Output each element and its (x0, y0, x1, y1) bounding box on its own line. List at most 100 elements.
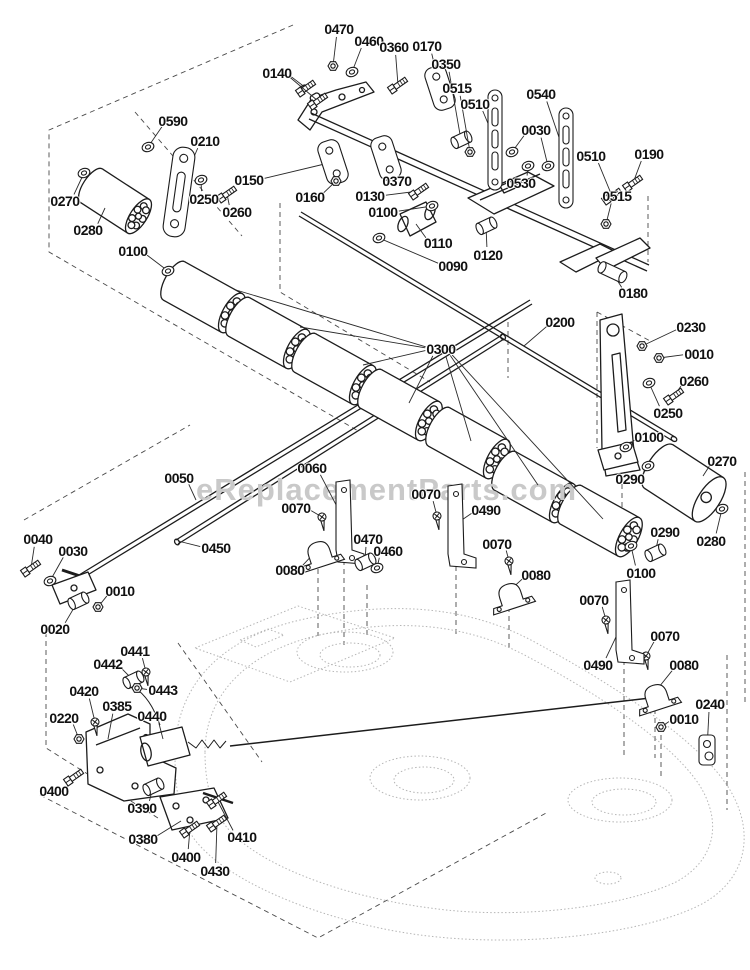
roller (557, 484, 643, 558)
part-callout-0110: 0110 (423, 235, 453, 251)
leader-line (97, 207, 106, 224)
part-glyph-washer (194, 174, 208, 186)
part-glyph-bolt (19, 559, 42, 578)
part-glyph-latch (698, 734, 716, 766)
leader-line (264, 161, 334, 179)
part-glyph-nut (655, 722, 667, 732)
leader-line (459, 95, 471, 153)
spindle-hole-left (296, 631, 394, 673)
part-callout-0470: 0470 (353, 531, 383, 547)
leader-line (415, 223, 427, 239)
part-glyph-washer (425, 200, 439, 212)
part-glyph-washer (372, 232, 386, 244)
part-callout-0460: 0460 (373, 543, 403, 559)
part-callout-0360: 0360 (379, 39, 409, 55)
part-glyph-bolt (600, 187, 623, 206)
part-callout-0420: 0420 (69, 683, 99, 699)
part-callout-0400: 0400 (39, 783, 69, 799)
part-callout-0090: 0090 (438, 258, 468, 274)
leader-line (158, 723, 164, 740)
part-glyph-chain (558, 107, 574, 209)
part-glyph-bolt (294, 79, 317, 98)
roller (425, 406, 511, 480)
part-glyph-jbracket (615, 579, 645, 665)
part-callout-0130: 0130 (355, 188, 385, 204)
part-callout-0150: 0150 (234, 172, 264, 188)
part-callout-0400: 0400 (171, 849, 201, 865)
part-callout-0441: 0441 (120, 643, 150, 659)
part-glyph-bolt (662, 387, 685, 406)
leader-line (378, 237, 439, 264)
part-glyph-washer (641, 460, 655, 472)
part-glyph-washer (141, 141, 155, 153)
part-glyph-nut (636, 341, 648, 351)
part-callout-0020: 0020 (40, 621, 70, 637)
part-glyph-washer (505, 146, 519, 158)
leader-line (289, 77, 319, 102)
part-callout-0590: 0590 (158, 113, 188, 129)
part-callout-0390: 0390 (127, 800, 157, 816)
part-glyph-bolt (306, 92, 329, 111)
spacer-cylinder (397, 201, 437, 237)
part-glyph-washer (77, 167, 91, 179)
deck-outline (174, 605, 745, 941)
leader-line (235, 289, 426, 348)
part-glyph-bolt (62, 768, 85, 787)
part-callout-0490: 0490 (471, 502, 501, 518)
dashed-guide-lines (23, 24, 746, 939)
leader-line (299, 326, 426, 349)
part-callout-0140: 0140 (262, 65, 292, 81)
leader-line (702, 465, 710, 477)
part-glyph-clamp (493, 582, 537, 616)
part-callout-0160: 0160 (295, 189, 325, 205)
part-glyph-washer (642, 377, 656, 389)
linkage-cable (137, 689, 161, 726)
part-glyph-nut (653, 353, 665, 363)
part-glyph-plate (370, 135, 402, 181)
part-glyph-plate (424, 65, 456, 111)
part-glyph-bolt (205, 791, 228, 810)
part-glyph-washer (624, 540, 638, 552)
leader-line (448, 71, 462, 141)
actuator (139, 726, 227, 767)
part-callout-0070: 0070 (579, 592, 609, 608)
part-callout-0280: 0280 (73, 222, 103, 238)
part-callout-0010: 0010 (669, 711, 699, 727)
part-callout-0530: 0530 (506, 175, 536, 191)
part-glyph-bushing (475, 216, 498, 236)
roller (77, 167, 153, 235)
front-rod (51, 299, 533, 605)
part-callout-0180: 0180 (618, 285, 648, 301)
deck-platform (193, 605, 397, 683)
part-callout-0443: 0443 (148, 682, 178, 698)
part-glyph-nut (131, 683, 143, 693)
part-callout-0450: 0450 (201, 540, 231, 556)
part-callout-0040: 0040 (23, 531, 53, 547)
part-callout-0100: 0100 (634, 429, 664, 445)
part-glyph-washer (161, 265, 175, 277)
part-callout-0050: 0050 (164, 470, 194, 486)
watermark: eReplacementParts.com (196, 472, 578, 507)
spindle-hole-center (369, 755, 471, 801)
part-glyph-nut (327, 61, 339, 71)
bar-clamp (467, 171, 555, 215)
part-callout-0290: 0290 (615, 471, 645, 487)
leader-line (523, 326, 547, 347)
part-glyph-nut (73, 734, 85, 744)
part-callout-0370: 0370 (382, 173, 412, 189)
control-cable (229, 697, 651, 747)
leader-line (157, 820, 182, 836)
part-callout-0280: 0280 (696, 533, 726, 549)
part-glyph-washer (43, 575, 57, 587)
part-callout-0100: 0100 (118, 243, 148, 259)
part-callout-0070: 0070 (411, 486, 441, 502)
part-callout-0410: 0410 (227, 829, 257, 845)
part-callout-0350: 0350 (431, 56, 461, 72)
part-glyph-washer (619, 441, 633, 453)
part-callout-0430: 0430 (200, 863, 230, 879)
part-callout-0442: 0442 (93, 656, 123, 672)
part-callout-0460: 0460 (354, 33, 384, 49)
part-callout-0270: 0270 (50, 193, 80, 209)
part-callout-0250: 0250 (653, 405, 683, 421)
part-callout-0080: 0080 (669, 657, 699, 673)
